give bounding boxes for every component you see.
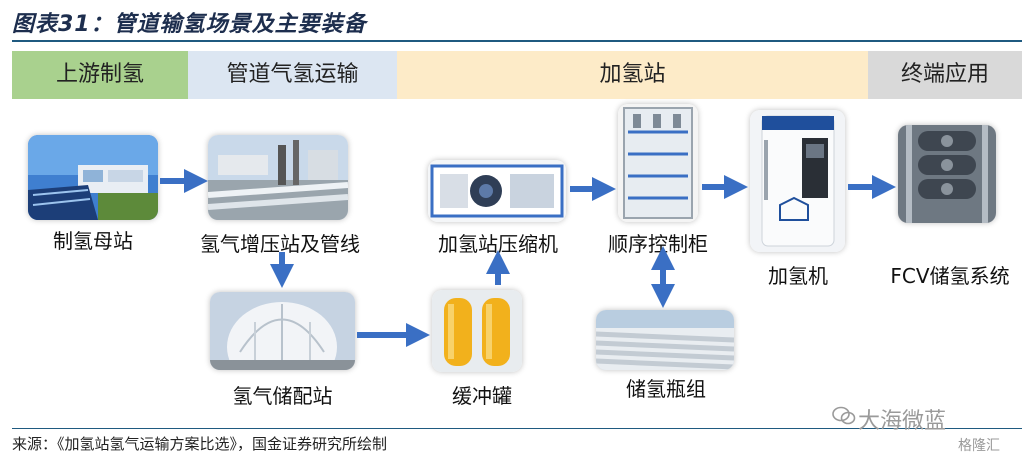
stage-end-use: 终端应用 <box>868 51 1022 99</box>
compressor-photo <box>428 160 566 222</box>
production-station-label: 制氢母站 <box>53 229 133 253</box>
production-station-photo <box>28 135 158 220</box>
source-note: 来源：《加氢站氢气运输方案比选》，国金证券研究所绘制 <box>12 435 388 453</box>
wechat-icon <box>832 406 856 430</box>
stage-refueling-station: 加氢站 <box>397 51 868 99</box>
title-divider <box>12 40 1022 42</box>
distribution-station-photo <box>210 292 355 370</box>
figure-title: 图表31：管道输氢场景及主要装备 <box>12 12 367 37</box>
buffer-tank-label: 缓冲罐 <box>452 384 512 408</box>
stage-pipeline-transport: 管道气氢运输 <box>188 51 397 99</box>
compression-station-photo <box>208 135 348 220</box>
watermark-text: 大海微蓝 <box>858 409 947 434</box>
watermark-gelonghui: 格隆汇 <box>958 438 1000 454</box>
distribution-station-label: 氢气储配站 <box>232 384 333 408</box>
storage-cylinders-photo <box>596 310 734 370</box>
dispenser-label: 加氢机 <box>768 264 828 288</box>
fcv-storage-photo <box>898 125 996 223</box>
storage-cylinders-label: 储氢瓶组 <box>626 377 706 401</box>
buffer-tank-photo <box>432 290 522 372</box>
stage-upstream-production: 上游制氢 <box>12 51 188 99</box>
dispenser-photo <box>750 110 845 252</box>
fcv-storage-label: FCV储氢系统 <box>890 264 1010 288</box>
control-cabinet-photo <box>618 104 698 222</box>
source-divider <box>12 428 1022 429</box>
